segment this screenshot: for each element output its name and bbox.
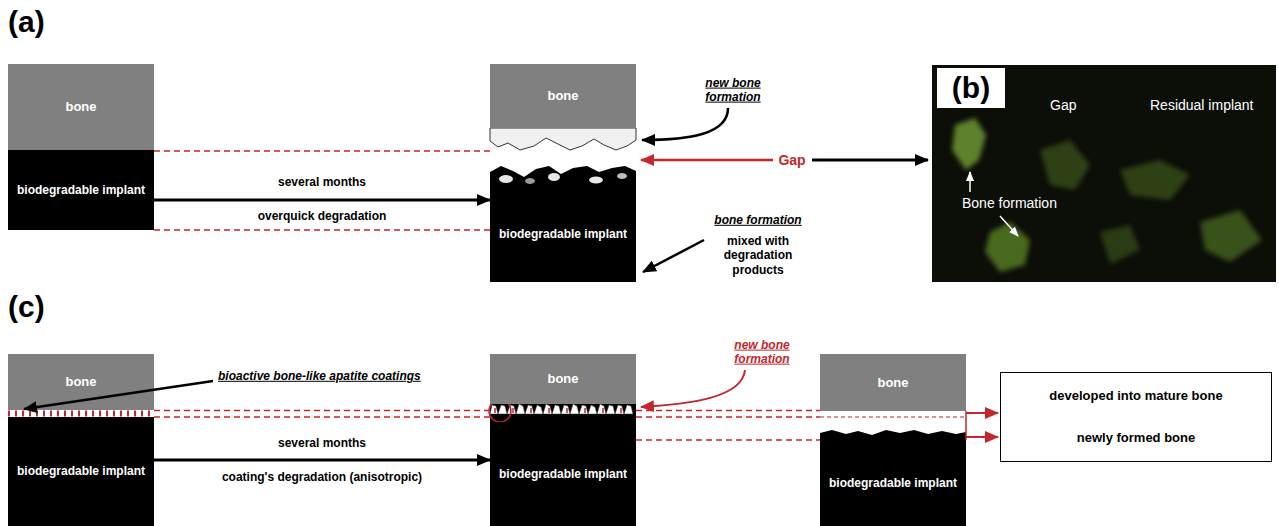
edge-label: several months <box>278 436 366 450</box>
bone-formation-spot <box>1120 160 1190 200</box>
node-text: bone <box>65 99 96 115</box>
guide-line <box>636 416 820 418</box>
photo-label: Bone formation <box>962 195 1057 212</box>
bone-formation-spot <box>1100 225 1140 264</box>
bracket-line <box>965 411 967 440</box>
leader-arrow <box>24 381 213 409</box>
node-text: biodegradable implant <box>17 183 145 197</box>
implant-block: biodegradable implant <box>8 417 154 526</box>
pointer-arrow <box>812 159 928 162</box>
node-text: bone <box>65 374 96 390</box>
leader-arrow <box>643 240 704 272</box>
degradation-product <box>499 175 513 183</box>
arrow-note: coating's degradation (anisotropic) <box>222 470 422 484</box>
callout-label: bioactive bone-like apatite coatings <box>218 369 421 383</box>
photo-arrow <box>969 172 971 192</box>
bone-formation-spot <box>1040 140 1090 190</box>
panel-tag: (b) <box>937 68 1005 108</box>
bone-formation-spot <box>952 118 986 170</box>
arrow-note: overquick degradation <box>258 209 387 223</box>
guide-line <box>636 410 820 412</box>
bone-block: bone <box>8 354 154 410</box>
fluorescence-image <box>932 65 1276 282</box>
node-text: bone <box>877 375 908 391</box>
bone-formation-spot <box>1200 210 1262 262</box>
node-text: biodegradable implant <box>499 467 627 481</box>
degradation-product <box>617 173 627 179</box>
photo-label: Residual implant <box>1150 97 1254 114</box>
bone-block: bone <box>490 354 636 404</box>
guide-line <box>154 410 490 412</box>
result-arrow <box>966 436 998 438</box>
implant-surface <box>490 166 636 187</box>
gap-label: Gap <box>778 152 805 169</box>
panel-label: (c) <box>8 292 45 322</box>
coating-pattern <box>495 408 621 413</box>
bone-block: bone <box>490 64 636 128</box>
bone-block: bone <box>820 354 966 411</box>
callout-label: new bone formation <box>688 76 778 105</box>
degradation-product <box>525 178 535 184</box>
result-arrow <box>966 412 998 414</box>
node-text: newly formed bone <box>1077 430 1195 446</box>
degradation-product <box>548 173 560 181</box>
new-bone-layer <box>490 128 636 150</box>
node-text: developed into mature bone <box>1049 388 1222 404</box>
node-text: biodegradable implant <box>829 476 957 490</box>
node-text: bone <box>547 88 578 104</box>
panel-label: (a) <box>8 7 45 37</box>
photo-panel: Gap Residual implantBone formation (b) <box>932 65 1276 282</box>
edge-label: several months <box>278 175 366 189</box>
node-text: biodegradable implant <box>17 464 145 478</box>
degrading-coating <box>490 404 636 422</box>
implant-block: biodegradable implant <box>490 422 636 526</box>
photo-label: Gap <box>1050 97 1076 114</box>
guide-line <box>154 229 490 231</box>
node-text: biodegradable implant <box>499 227 627 241</box>
guide-line <box>636 439 820 441</box>
implant-block: biodegradable implant <box>820 440 966 526</box>
node-text: bone <box>547 371 578 387</box>
coating-pattern <box>8 411 154 417</box>
degradation-product <box>589 177 603 184</box>
callout-note: mixed with degradation products <box>713 234 803 277</box>
photo-arrow <box>1000 216 1018 236</box>
process-arrow <box>154 459 490 462</box>
guide-line <box>820 417 966 418</box>
leader-arrow <box>641 370 745 407</box>
implant-surface <box>820 430 966 440</box>
bone-formation-spot <box>985 222 1030 272</box>
bone-block: bone <box>8 64 154 150</box>
node-text: (b) <box>952 73 990 103</box>
leader-arrow <box>642 108 728 140</box>
result-box: developed into mature bone newly formed b… <box>1000 372 1272 462</box>
gap-arrow <box>641 159 773 162</box>
implant-block: biodegradable implant <box>490 187 636 282</box>
apatite-coating <box>8 410 154 417</box>
guide-line <box>154 150 490 152</box>
implant-block: biodegradable implant <box>8 150 154 230</box>
process-arrow <box>154 199 490 202</box>
guide-line <box>154 416 490 418</box>
callout-label: new bone formation <box>722 338 802 367</box>
callout-label: bone formation <box>714 213 801 227</box>
